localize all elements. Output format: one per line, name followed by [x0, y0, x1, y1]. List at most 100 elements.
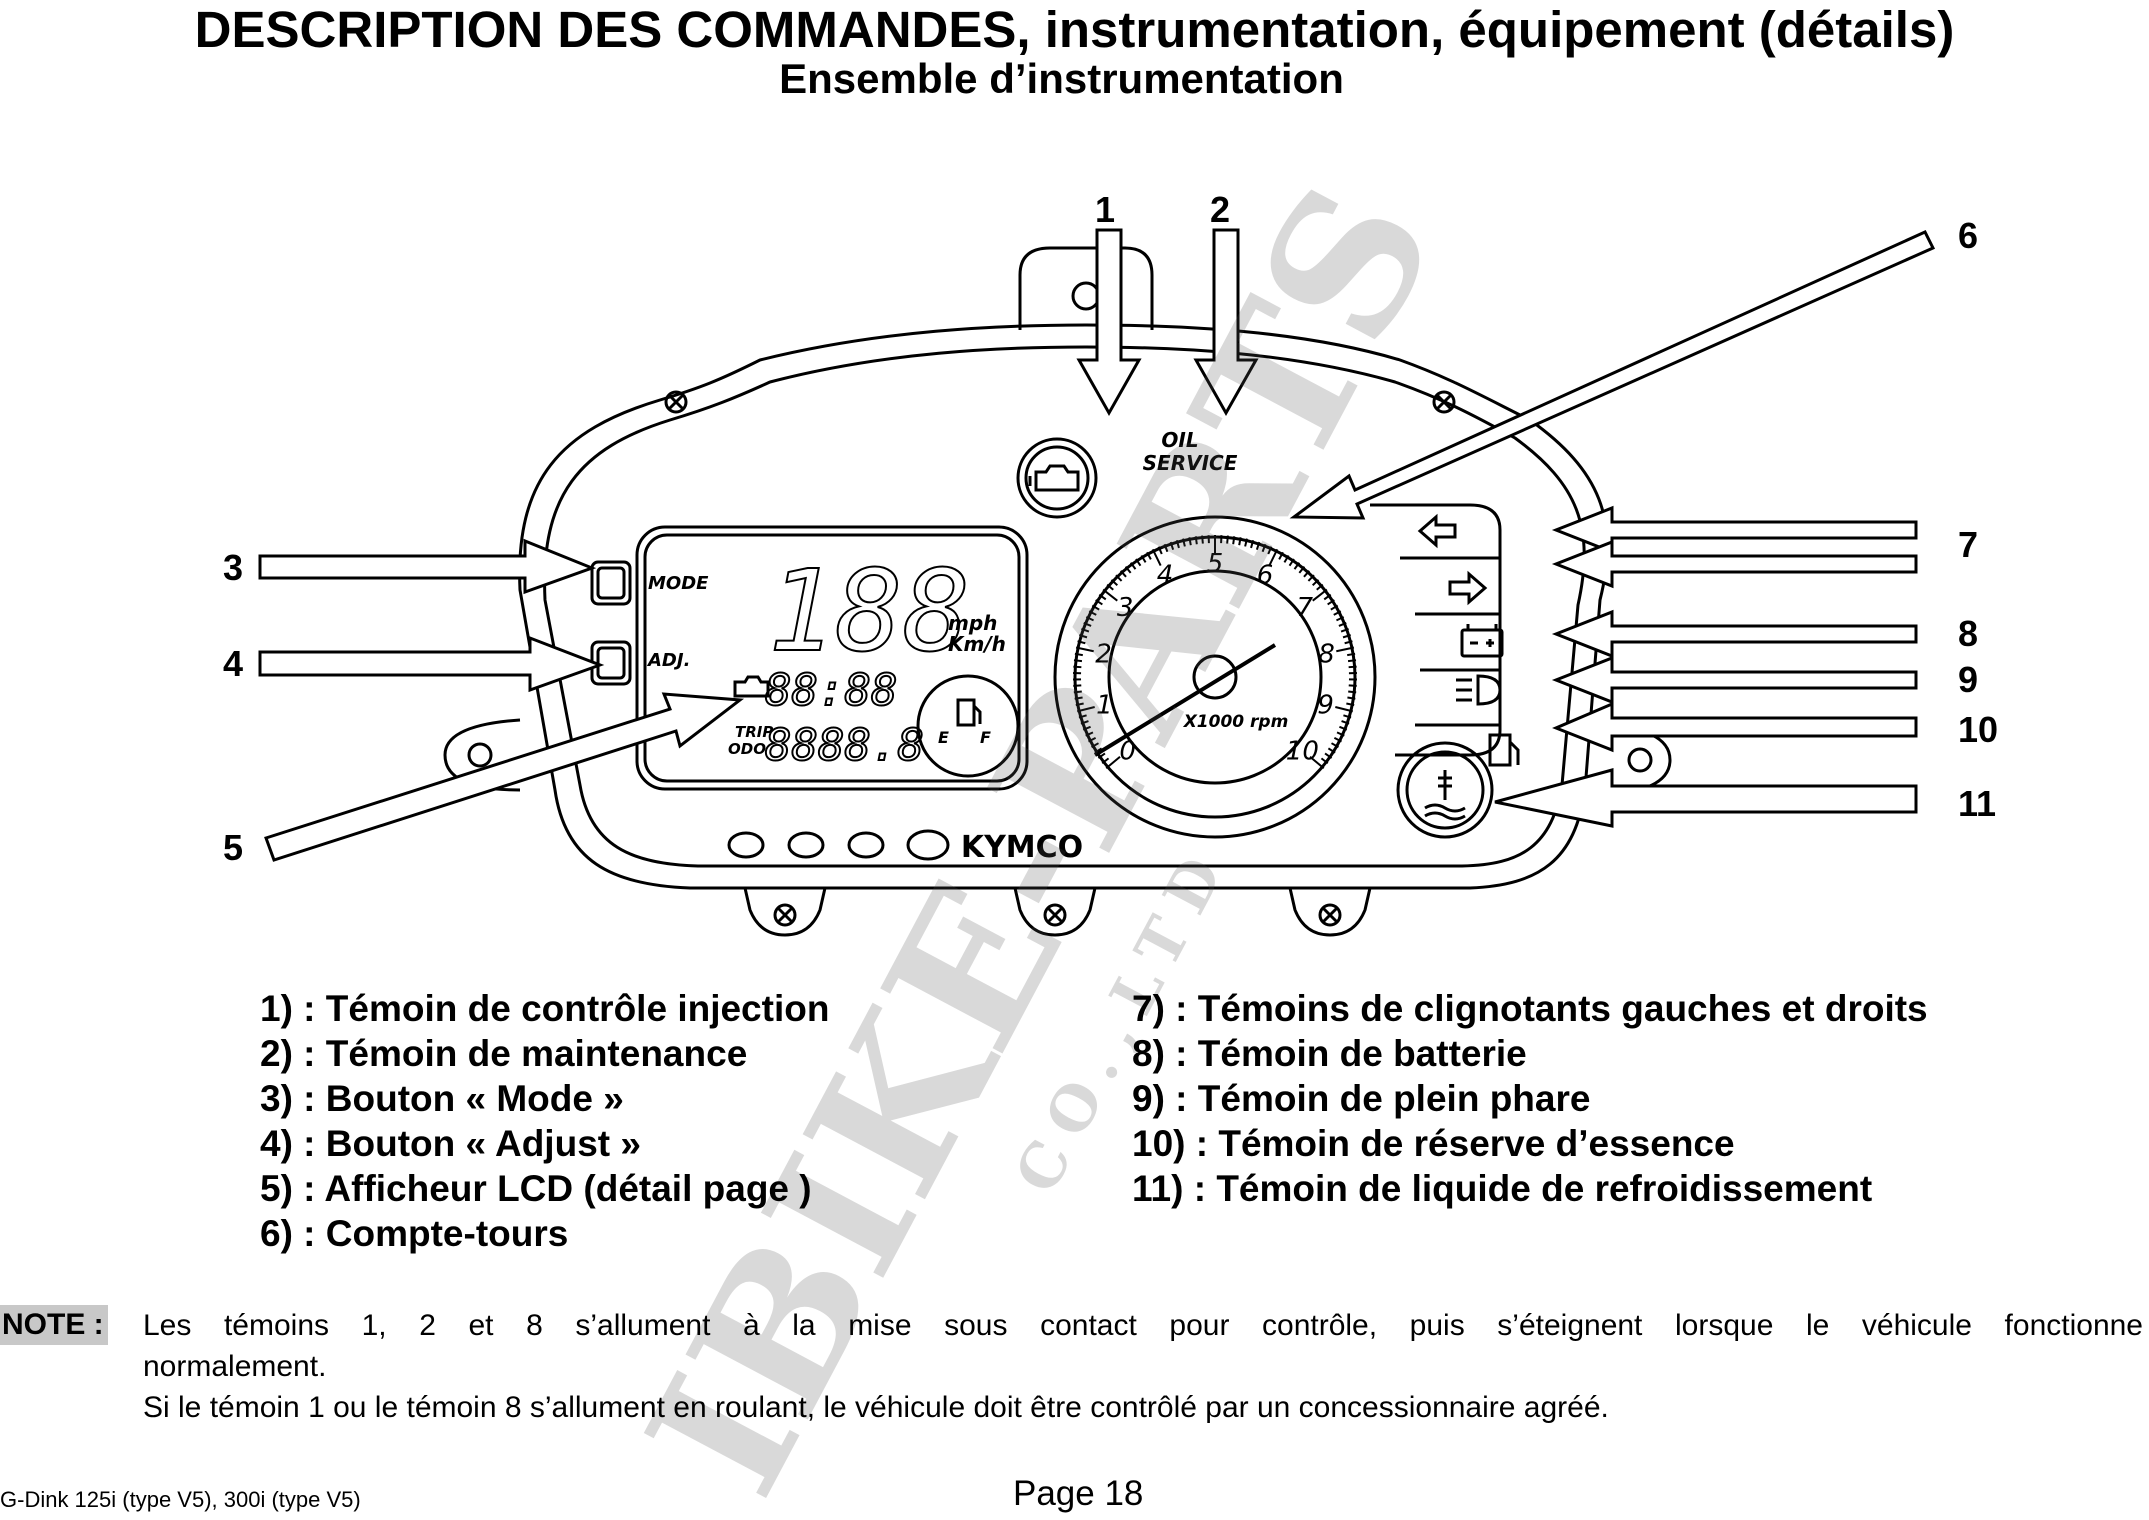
tach-number: 1	[1096, 691, 1113, 721]
mode-label: MODE	[648, 573, 709, 594]
callout-arrow-8	[1551, 609, 1918, 659]
legend-left: 1) : Témoin de contrôle injection 2) : T…	[260, 986, 829, 1256]
legend-item: 1) : Témoin de contrôle injection	[260, 988, 830, 1029]
coolant-lamp	[1396, 741, 1494, 839]
legend-item: 9) : Témoin de plein phare	[1132, 1078, 1591, 1119]
tach-tick	[1320, 757, 1329, 765]
legend-item: 5) : Afficheur LCD (détail page )	[260, 1168, 812, 1209]
tach-tick	[1194, 536, 1198, 545]
tach-tick	[1307, 574, 1315, 582]
screw-icon	[1318, 903, 1342, 927]
legend-right: 7) : Témoins de clignotants gauches et d…	[1132, 986, 1928, 1211]
screw-icon	[664, 390, 688, 414]
legend-item: 4) : Bouton « Adjust »	[260, 1123, 641, 1164]
tachometer-needle	[1093, 643, 1277, 757]
mph-label: mph	[948, 611, 997, 635]
tach-tick	[1157, 546, 1163, 555]
tach-tick	[1298, 566, 1306, 574]
tach-tick	[1238, 537, 1242, 546]
fuel-pump-icon	[1488, 733, 1520, 767]
tach-tick	[1188, 537, 1192, 546]
tach-tick	[1232, 536, 1236, 545]
tach-tick	[1091, 604, 1100, 611]
mode-button-shape	[590, 560, 632, 606]
lcd-inner	[643, 533, 1021, 783]
legend-item: 3) : Bouton « Mode »	[260, 1078, 624, 1119]
adj-label: ADJ.	[646, 650, 690, 671]
callout-arrow-11	[1494, 768, 1918, 828]
tach-tick	[1091, 742, 1099, 749]
callout-arrow-6	[1289, 230, 1936, 520]
screw-icon	[1432, 390, 1456, 414]
tach-tick	[1102, 588, 1118, 602]
tach-tick	[1323, 593, 1332, 601]
tach-tick	[1226, 535, 1229, 544]
turn-right-arrow-icon	[1448, 570, 1488, 606]
tach-tick	[1311, 579, 1320, 586]
tach-tick	[1324, 752, 1333, 759]
tach-tick	[1348, 684, 1357, 687]
fuel-full-label: F	[980, 728, 991, 747]
bottom-lamp-3	[847, 831, 885, 859]
callout-number-5: 5	[223, 827, 243, 868]
callout-arrow-4	[258, 635, 605, 693]
callout-number-3: 3	[223, 547, 243, 588]
bottom-foot-center	[1013, 887, 1097, 937]
oil-label: OIL	[1161, 428, 1198, 452]
tach-tick	[1085, 616, 1094, 622]
speed-digits: 188	[768, 547, 970, 677]
tach-tick	[1347, 652, 1356, 657]
tach-tick	[1255, 541, 1261, 551]
tach-tick	[1333, 736, 1342, 743]
tach-number: 2	[1095, 639, 1112, 669]
tach-tick	[1201, 535, 1204, 544]
tach-tick	[1094, 747, 1103, 754]
bottom-lamp-1	[727, 831, 765, 859]
tach-number: 5	[1207, 549, 1224, 579]
callout-number-8: 8	[1958, 613, 1978, 654]
legend-item: 10) : Témoin de réserve d’essence	[1132, 1123, 1735, 1164]
callout-number-9: 9	[1958, 659, 1978, 700]
note-line-3: Si le témoin 1 ou le témoin 8 s’allument…	[143, 1391, 1609, 1424]
bottom-foot-left	[743, 887, 827, 937]
tach-tick	[1343, 714, 1352, 719]
tach-tick	[1261, 543, 1267, 553]
rpm-unit-label: X1000 rpm	[1183, 712, 1289, 732]
trip-label: TRIP	[735, 723, 773, 741]
tachometer-outer	[1053, 515, 1377, 839]
tach-tick	[1101, 757, 1110, 765]
tach-tick	[1080, 720, 1089, 725]
legend-item: 8) : Témoin de batterie	[1132, 1033, 1527, 1074]
legend-item: 2) : Témoin de maintenance	[260, 1033, 748, 1074]
tach-tick	[1331, 742, 1339, 749]
tach-tick	[1075, 646, 1094, 653]
tach-tick	[1110, 579, 1119, 586]
tach-tick	[1250, 539, 1255, 549]
tach-tick	[1105, 755, 1121, 770]
tach-tick	[1074, 696, 1083, 700]
legend-item: 11) : Témoin de liquide de refroidisseme…	[1132, 1168, 1873, 1209]
tach-tick	[1327, 747, 1336, 754]
tach-tick	[1348, 665, 1357, 669]
callout-number-7: 7	[1958, 524, 1978, 565]
bottom-foot-right	[1288, 887, 1372, 937]
note-label: NOTE :	[0, 1305, 108, 1345]
odo-label: ODO	[728, 740, 766, 758]
tach-tick	[1151, 548, 1162, 566]
tach-tick	[1076, 706, 1095, 713]
tach-tick	[1075, 702, 1084, 707]
tach-tick	[1083, 621, 1092, 627]
tach-tick	[1336, 616, 1345, 622]
tach-tick	[1129, 562, 1137, 570]
brand-label: KYMCO	[961, 830, 1083, 865]
legend-item: 6) : Compte-tours	[260, 1213, 569, 1254]
tach-number: 8	[1318, 639, 1335, 669]
tach-tick	[1268, 548, 1279, 566]
callout-number-10: 10	[1958, 709, 1998, 750]
tach-tick	[1288, 558, 1295, 567]
tach-tick	[1339, 725, 1348, 731]
callout-number-1: 1	[1095, 189, 1115, 230]
